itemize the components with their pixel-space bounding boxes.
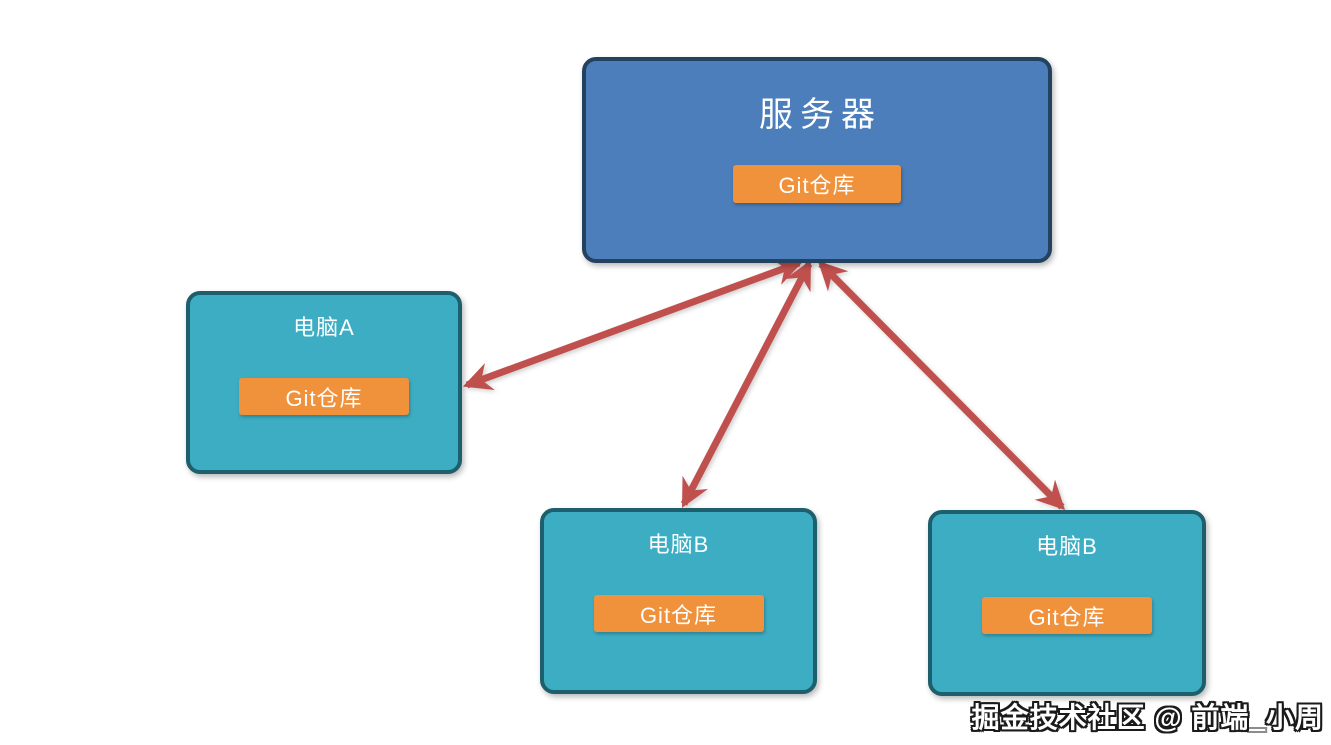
arrow-server-computer-a — [462, 257, 804, 391]
watermark: 掘金技术社区 @ 前端_小周 — [971, 702, 1324, 733]
computer-b-right-label: 电脑B — [1036, 534, 1098, 559]
server-node: 服务器 Git仓库 — [582, 57, 1052, 263]
server-git-repo-badge: Git仓库 — [733, 165, 901, 203]
computer-a-node: 电脑A Git仓库 — [186, 291, 462, 474]
arrow-server-computer-b-right — [817, 260, 1066, 511]
computer-b-middle-node: 电脑B Git仓库 — [540, 508, 817, 694]
computer-a-label: 电脑A — [293, 315, 355, 340]
computer-b-middle-label: 电脑B — [647, 532, 710, 557]
computer-a-git-repo-badge: Git仓库 — [239, 378, 409, 415]
computer-b-middle-git-repo-badge: Git仓库 — [593, 595, 764, 632]
arrow-server-computer-b-middle — [680, 260, 813, 508]
computer-b-right-node: 电脑B Git仓库 — [928, 510, 1206, 696]
computer-b-right-git-repo-badge: Git仓库 — [982, 597, 1152, 634]
server-label: 服务器 — [759, 96, 882, 134]
